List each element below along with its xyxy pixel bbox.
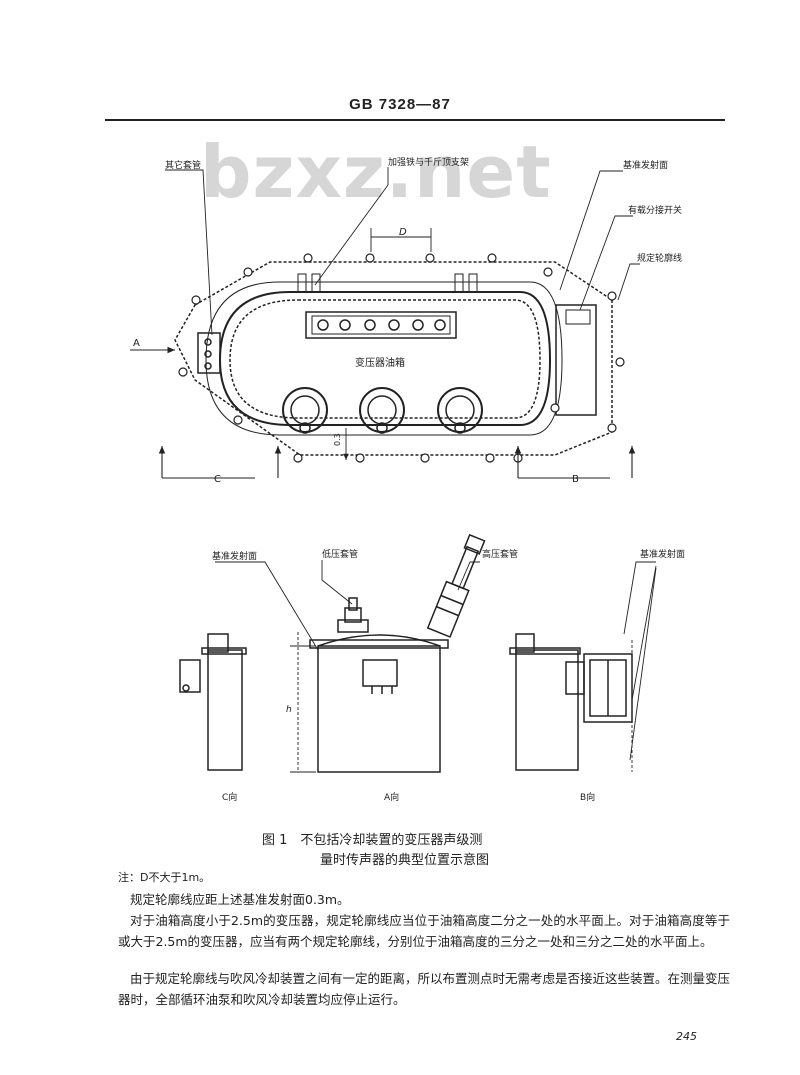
figure-caption-line1: 图 1 不包括冷却装置的变压器声级测 (262, 833, 483, 848)
contour-line (174, 261, 613, 456)
microphone-points (178, 253, 625, 463)
label-dim-h: h (286, 705, 292, 715)
label-ref-surface-left: 基准发射面 (212, 550, 257, 562)
leader-lines (165, 167, 640, 336)
label-contour: 规定轮廓线 (637, 252, 682, 264)
standard-code: GB 7328—87 (349, 96, 451, 113)
label-view-c: C向 (222, 791, 237, 803)
label-dir-a: A (133, 338, 140, 349)
plan-view (174, 261, 613, 456)
label-ref-surface-right: 基准发射面 (640, 548, 685, 560)
b-view (509, 633, 633, 771)
figure-note: 注：D不大于1m。 (118, 871, 211, 884)
watermark: bzxz.net (200, 130, 552, 214)
label-ref-surface: 基准发射面 (623, 159, 668, 171)
a-view (309, 533, 486, 773)
c-view (179, 633, 247, 771)
header-rule (105, 119, 725, 121)
dimension-h (290, 632, 316, 773)
direction-arrows (130, 346, 636, 479)
figure-caption-line2: 量时传声器的典型位置示意图 (320, 853, 490, 868)
label-view-a: A向 (384, 791, 399, 803)
label-dim-03: 0.3 (333, 433, 342, 446)
label-high-bushing: 高压套管 (482, 548, 518, 560)
paragraph-1: 规定轮廓线应距上述基准发射面0.3m。 (130, 892, 350, 907)
paragraph-2: 对于油箱高度小于2.5m的变压器，规定轮廓线应当位于油箱高度二分之一处的水平面上… (118, 913, 730, 949)
dimension-d (370, 228, 432, 252)
label-low-bushing: 低压套管 (322, 548, 358, 560)
label-stiffener: 加强铁与千斤顶支架 (388, 156, 469, 168)
label-tank: 变压器油箱 (355, 356, 405, 369)
label-dir-b: B (572, 474, 579, 485)
label-dir-c: C (214, 474, 221, 485)
label-other-bushing: 其它套管 (165, 159, 201, 171)
label-dim-d: D (399, 227, 407, 238)
page-number: 245 (676, 1030, 697, 1043)
bottom-leaders (215, 560, 657, 761)
paragraph-3: 由于规定轮廓线与吹风冷却装置之间有一定的距离，所以布置测点时无需考虑是否接近这些… (118, 971, 731, 1007)
label-tap-changer: 有载分接开关 (628, 204, 682, 216)
label-view-b: B向 (580, 791, 595, 803)
